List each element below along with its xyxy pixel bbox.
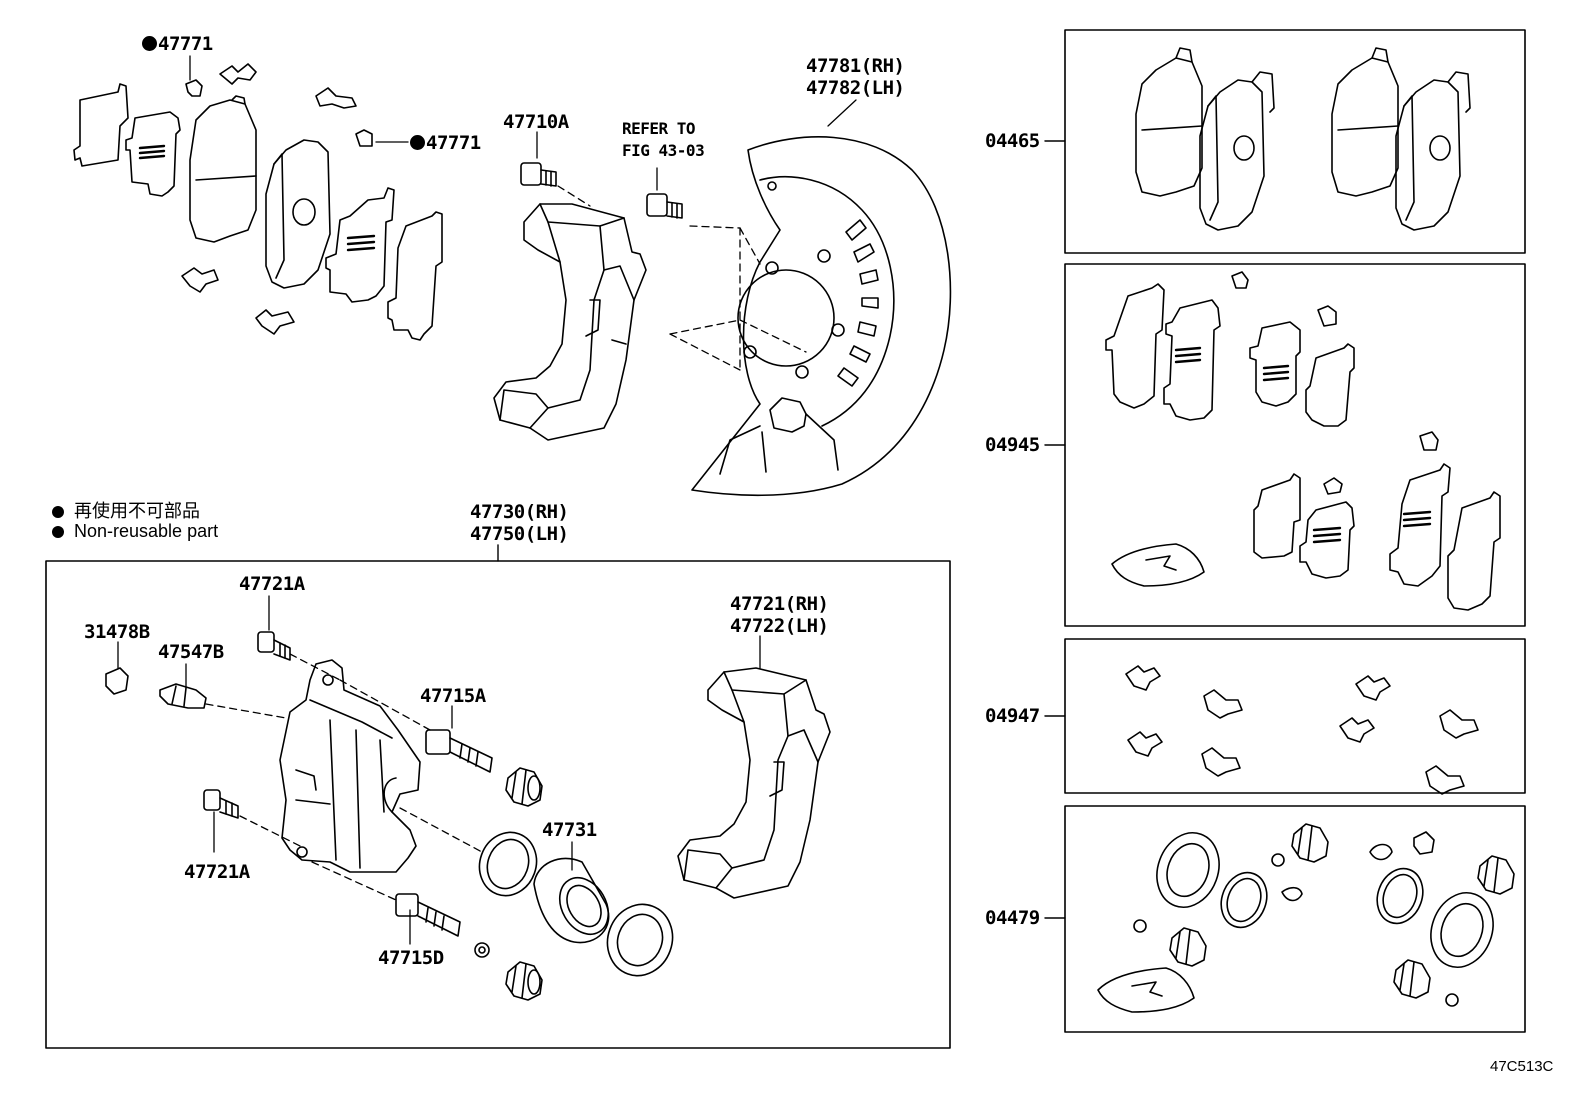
label-47771-b: 47771	[410, 133, 481, 154]
mounting-bracket-top	[494, 204, 646, 440]
kit-label-04479: 04479	[985, 907, 1040, 929]
piston-seal-ring	[471, 824, 546, 903]
pad-leader-lines	[190, 56, 408, 142]
label-47782: 47782(LH)	[806, 77, 905, 99]
label-47722: 47722(LH)	[730, 615, 829, 637]
label-47731: 47731	[542, 819, 597, 841]
label-47710A: 47710A	[503, 111, 569, 133]
guide-pin-47715D	[396, 894, 460, 944]
kit-04465-pads	[1136, 48, 1470, 230]
pad-and-shim-group	[74, 64, 442, 340]
kit-box-04945	[1065, 264, 1525, 626]
guide-pin-boot-top	[506, 768, 542, 806]
dust-shield	[692, 100, 950, 495]
bolt-47721A-bottom	[204, 790, 238, 852]
guide-pin-boot-bottom	[506, 962, 542, 1000]
piston-47731	[534, 842, 618, 943]
bullet-icon	[52, 506, 64, 518]
figure-code: 47C513C	[1490, 1058, 1554, 1075]
label-47730: 47730(RH)	[470, 501, 569, 523]
label-47547B: 47547B	[158, 641, 224, 663]
label-47715D: 47715D	[378, 947, 444, 969]
guide-bolt-refer	[647, 168, 682, 218]
kit-04947-clips	[1126, 666, 1478, 794]
caliper-body	[280, 660, 420, 872]
dashed-alignment-lines	[558, 186, 806, 370]
kit-04479-seals	[1098, 824, 1514, 1012]
label-31478B: 31478B	[84, 621, 150, 643]
non-reusable-dot-icon	[142, 36, 157, 51]
kit-leader-lines	[1045, 141, 1065, 918]
kit-box-04479	[1065, 806, 1525, 1032]
kit-04945-shims	[1106, 272, 1500, 610]
mounting-bracket-47721	[678, 636, 830, 898]
label-refer-line2: FIG 43-03	[622, 141, 705, 160]
kit-label-04947: 04947	[985, 705, 1040, 727]
label-47715A: 47715A	[420, 685, 486, 707]
label-47750: 47750(LH)	[470, 523, 569, 545]
kit-box-04465	[1065, 30, 1525, 253]
bullet-icon	[52, 526, 64, 538]
bolt-47721A-top	[258, 596, 290, 660]
label-47721: 47721(RH)	[730, 593, 829, 615]
caliper-dashed-lines	[206, 654, 482, 900]
guide-pin-47715A	[426, 706, 492, 772]
label-47771-a: 47771	[142, 34, 213, 55]
piston-boot	[598, 895, 683, 985]
small-ring	[475, 943, 489, 957]
legend-jp: 再使用不可部品	[52, 497, 200, 523]
bleeder-screw-47547B	[160, 664, 206, 708]
kit-label-04465: 04465	[985, 130, 1040, 152]
label-47781: 47781(RH)	[806, 55, 905, 77]
bleeder-cap-31478B	[106, 642, 128, 694]
label-refer-line1: REFER TO	[622, 119, 696, 138]
legend-en: Non-reusable part	[52, 521, 218, 542]
kit-label-04945: 04945	[985, 434, 1040, 456]
mounting-bolt-47710A	[521, 132, 556, 186]
label-47721A-bottom: 47721A	[184, 861, 250, 883]
non-reusable-dot-icon	[410, 135, 425, 150]
label-47721A-top: 47721A	[239, 573, 305, 595]
